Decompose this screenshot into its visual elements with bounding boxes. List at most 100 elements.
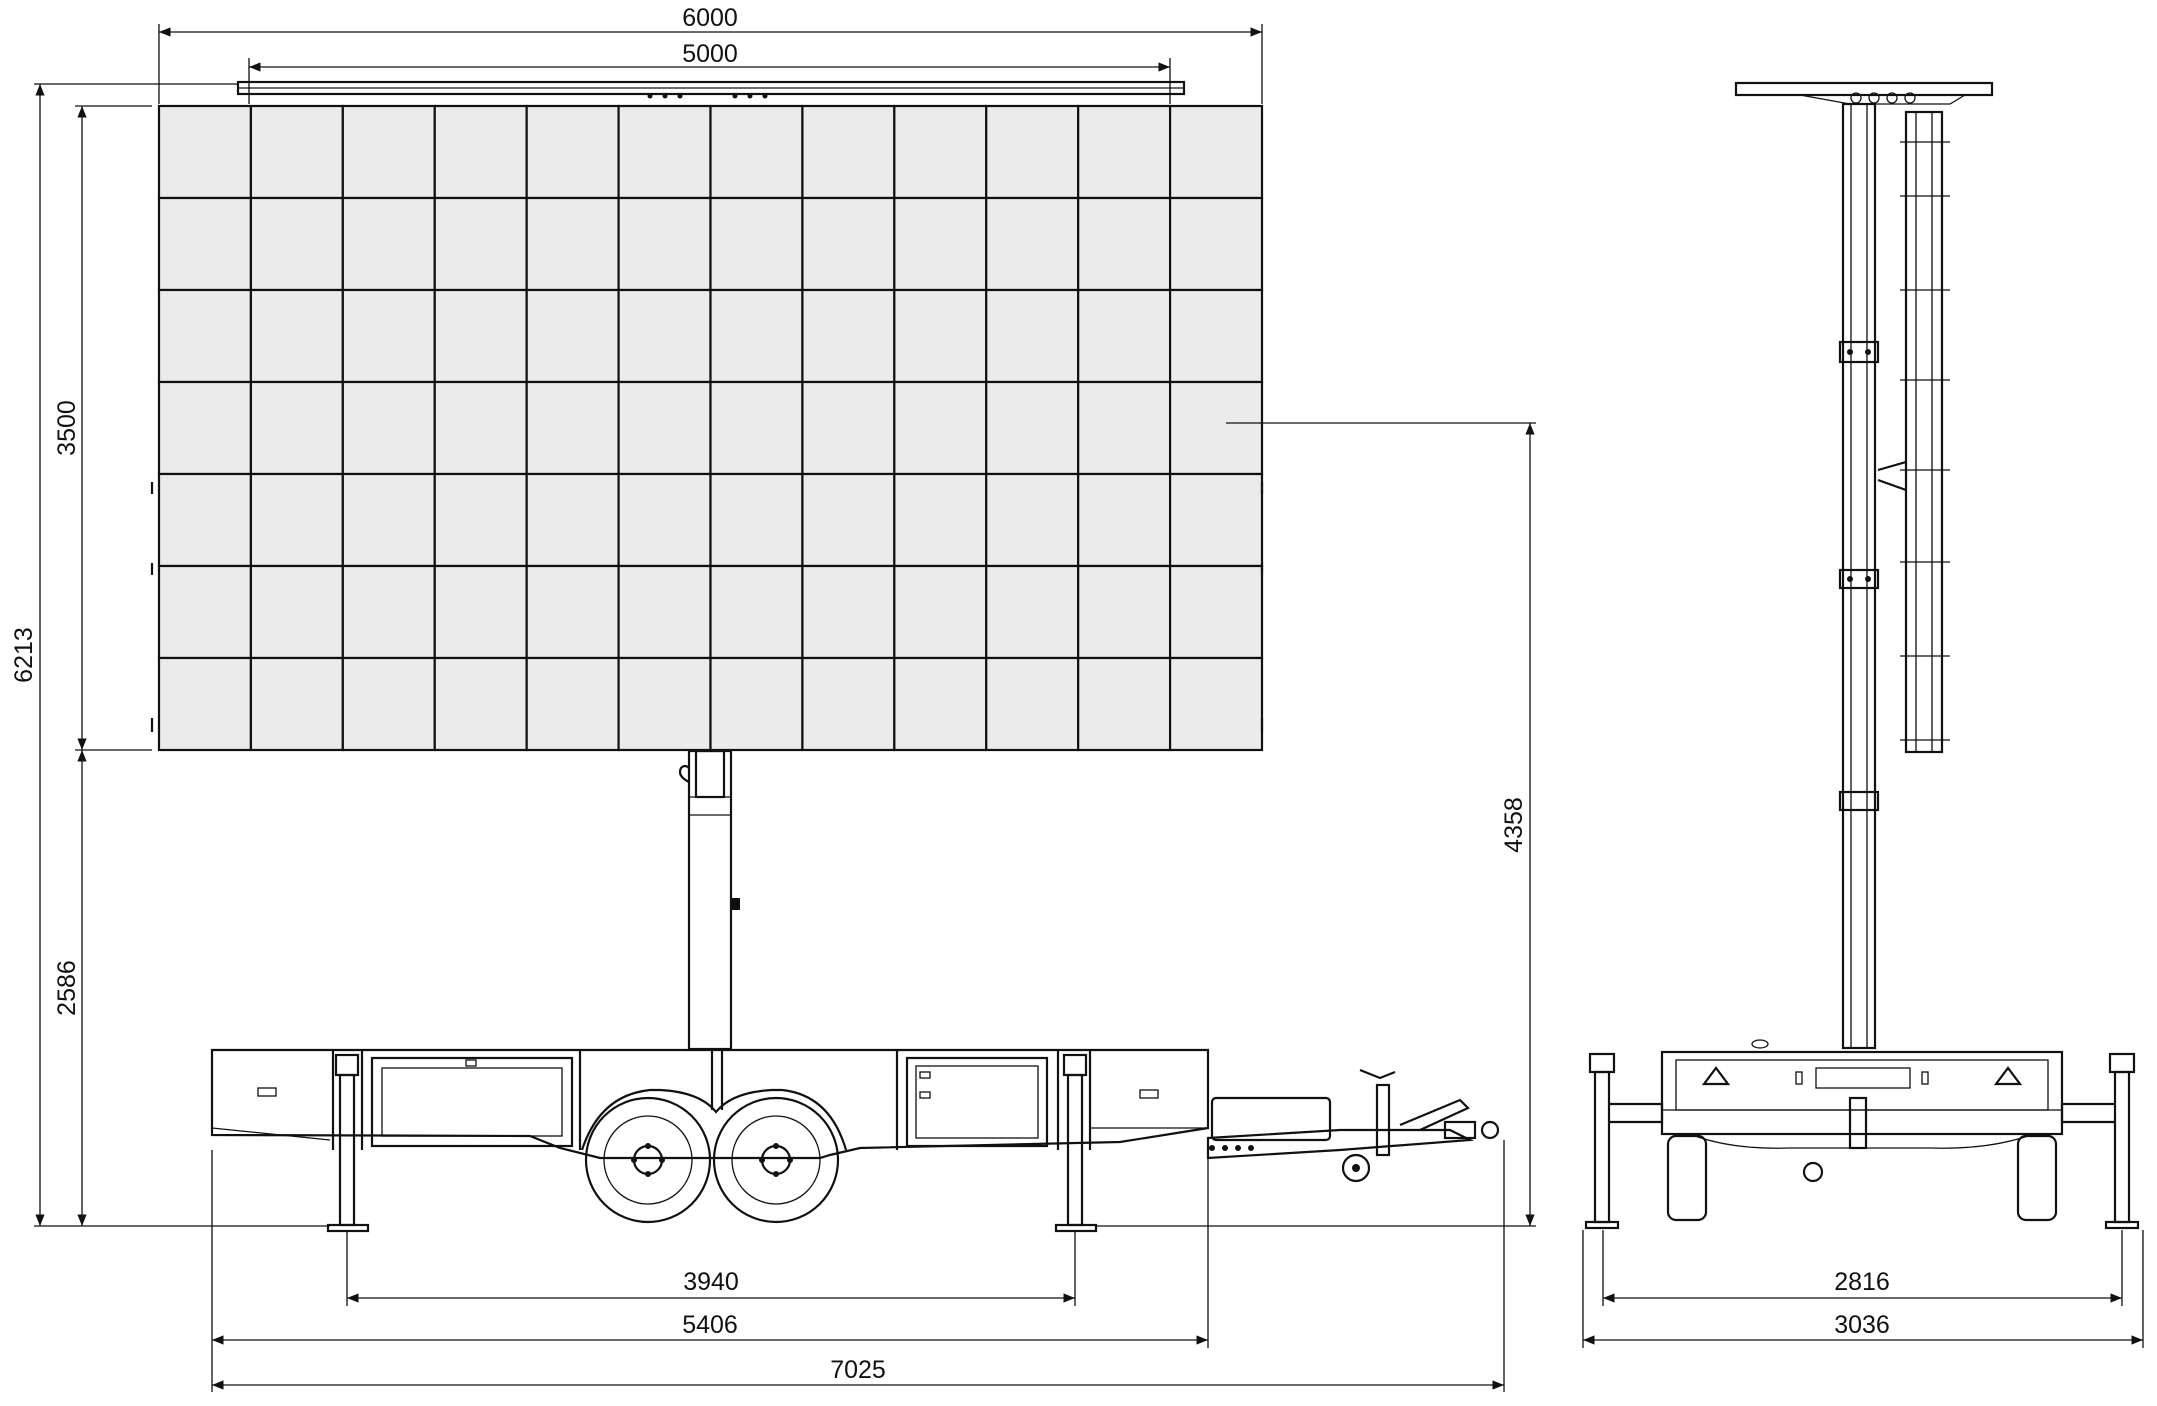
led-panel <box>801 656 896 752</box>
led-panel <box>893 564 988 660</box>
led-panel <box>157 380 253 476</box>
dim-overall-screen-width: 6000 <box>682 4 738 32</box>
led-panel <box>617 288 712 384</box>
led-panel <box>893 656 988 752</box>
led-panel <box>433 564 528 660</box>
led-panel <box>157 656 253 752</box>
led-panel <box>341 380 436 476</box>
side-view <box>150 80 1500 1233</box>
led-panel <box>985 104 1080 200</box>
led-panel <box>249 288 344 384</box>
led-panel <box>801 196 896 292</box>
screen-top-rail <box>236 80 1186 99</box>
led-panel <box>433 104 528 200</box>
led-panel <box>893 380 988 476</box>
rear-body <box>1660 1039 2064 1150</box>
led-panel <box>157 196 253 292</box>
led-panel <box>1168 656 1264 752</box>
led-panel <box>801 380 896 476</box>
led-panel <box>525 288 620 384</box>
rear-outriggers <box>1584 1052 2140 1230</box>
dim-outrigger-span-side: 3940 <box>683 1268 739 1296</box>
dim-screen-height: 3500 <box>53 400 81 456</box>
led-panel <box>341 656 436 752</box>
led-panel <box>1168 564 1264 660</box>
led-panel <box>985 656 1080 752</box>
led-panel <box>709 104 804 200</box>
led-panel <box>801 104 896 200</box>
rear-wheels <box>1666 1134 2058 1222</box>
led-panel <box>249 564 344 660</box>
trailer-wheels <box>580 1088 848 1224</box>
led-panel <box>709 656 804 752</box>
led-panel <box>1168 104 1264 200</box>
led-panel <box>157 564 253 660</box>
dim-panel-array-width: 5000 <box>682 40 738 68</box>
led-panel <box>249 104 344 200</box>
rear-screen-profile <box>1877 110 1950 754</box>
dim-outrigger-span-rear: 2816 <box>1834 1268 1890 1296</box>
led-panel <box>893 288 988 384</box>
dim-overall-length: 7025 <box>830 1356 886 1384</box>
led-panel <box>801 564 896 660</box>
led-panel <box>617 380 712 476</box>
dimension-lines: 6000 5000 6213 3500 2586 4358 3940 5406 … <box>10 4 2144 1392</box>
led-panel <box>525 564 620 660</box>
led-panel <box>525 380 620 476</box>
led-panel <box>985 288 1080 384</box>
led-panel <box>1168 288 1264 384</box>
led-panel <box>1077 104 1172 200</box>
led-panel <box>433 196 528 292</box>
rear-view <box>1584 81 2140 1230</box>
led-panel <box>1077 380 1172 476</box>
led-panel <box>341 564 436 660</box>
led-panel <box>893 472 988 568</box>
trailer-chassis <box>210 1048 1210 1160</box>
telescopic-mast <box>678 749 740 1051</box>
led-panel <box>249 196 344 292</box>
led-panel <box>341 196 436 292</box>
led-panel <box>249 472 344 568</box>
led-panel <box>985 196 1080 292</box>
led-panel <box>525 196 620 292</box>
led-screen-panels <box>157 104 1264 752</box>
led-panel <box>1077 656 1172 752</box>
led-panel <box>341 472 436 568</box>
led-panel <box>157 288 253 384</box>
led-panel <box>1077 196 1172 292</box>
led-panel <box>985 380 1080 476</box>
led-panel <box>617 104 712 200</box>
led-panel <box>433 472 528 568</box>
led-panel <box>617 472 712 568</box>
dim-chassis-length: 5406 <box>682 1311 738 1339</box>
led-panel <box>433 656 528 752</box>
led-panel <box>1077 564 1172 660</box>
led-panel <box>893 104 988 200</box>
led-panel <box>801 288 896 384</box>
dim-overall-width-rear: 3036 <box>1834 1311 1890 1339</box>
led-panel <box>341 288 436 384</box>
led-panel <box>1168 380 1264 476</box>
led-panel <box>1077 288 1172 384</box>
led-panel <box>801 472 896 568</box>
led-panel <box>617 656 712 752</box>
led-panel <box>985 564 1080 660</box>
led-panel <box>709 472 804 568</box>
led-panel <box>249 380 344 476</box>
led-panel <box>1168 196 1264 292</box>
led-panel <box>985 472 1080 568</box>
dim-ground-to-screen-center: 4358 <box>1500 797 1528 853</box>
dim-overall-height: 6213 <box>10 627 38 683</box>
dim-ground-to-screen-bottom: 2586 <box>53 960 81 1016</box>
led-panel <box>1168 472 1264 568</box>
led-panel <box>617 196 712 292</box>
led-panel <box>157 104 253 200</box>
drawbar-and-hitch <box>1206 1068 1500 1183</box>
led-panel <box>525 104 620 200</box>
led-panel <box>157 472 253 568</box>
led-panel <box>709 288 804 384</box>
led-panel <box>249 656 344 752</box>
led-panel <box>433 288 528 384</box>
led-panel <box>709 564 804 660</box>
